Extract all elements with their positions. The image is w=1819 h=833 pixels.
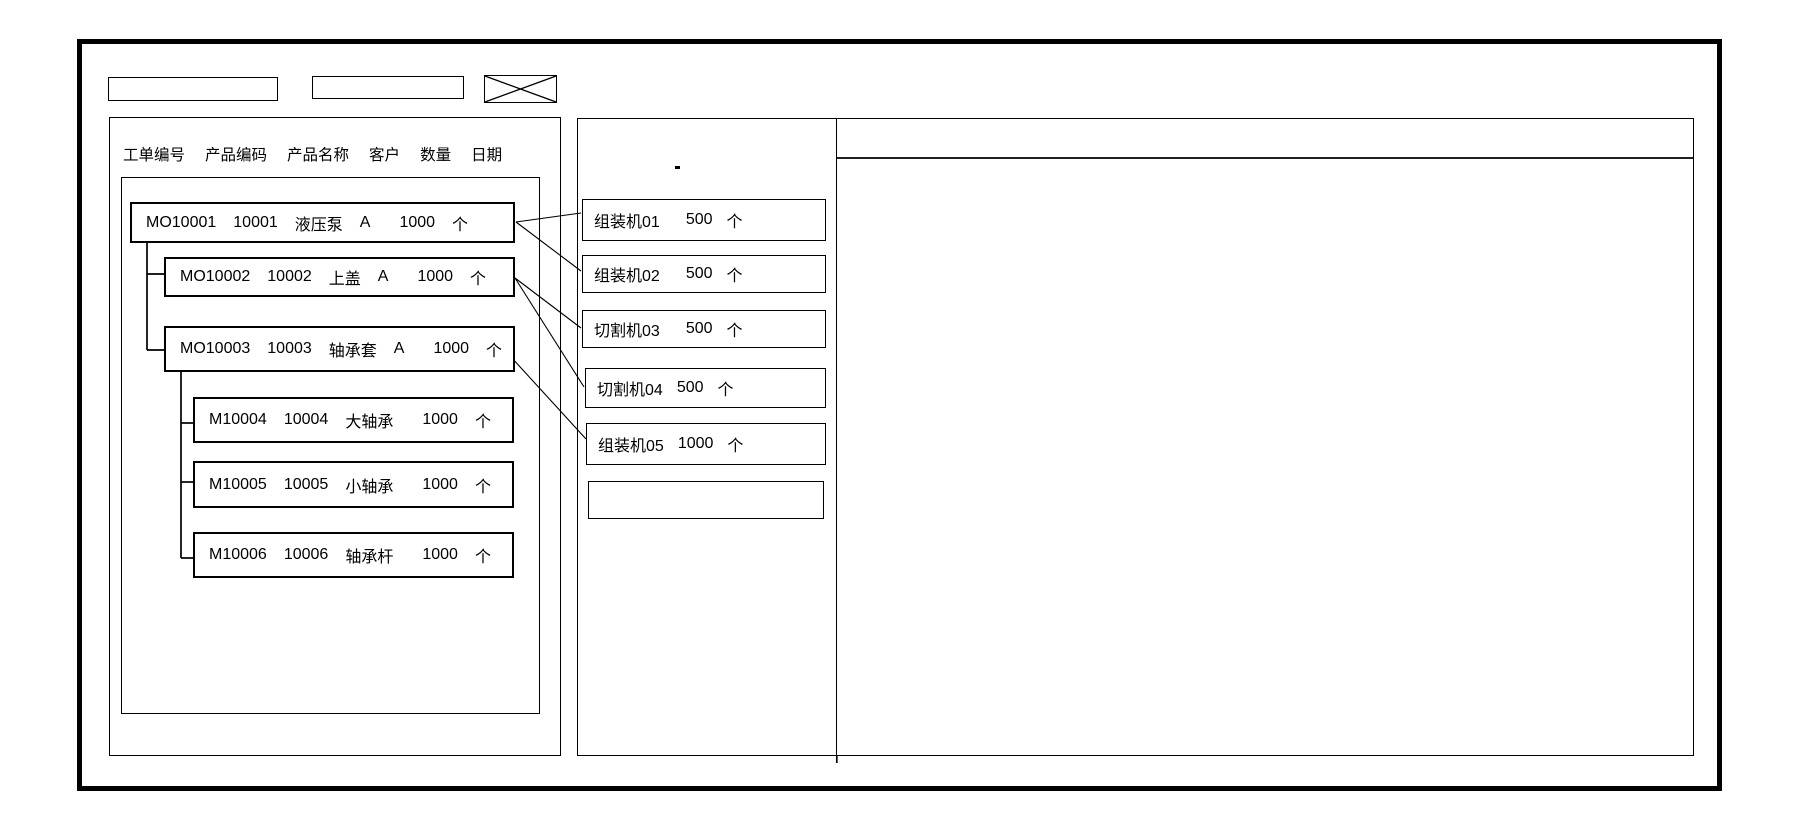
unit: 个 bbox=[486, 343, 503, 360]
image-placeholder-x-icon[interactable] bbox=[484, 75, 557, 103]
quantity: 1000 bbox=[422, 546, 458, 563]
machine-quantity: 500 bbox=[676, 379, 704, 396]
column-header-product-code: 产品编码 bbox=[205, 147, 268, 164]
work-order-node-m10004[interactable]: M10004 10004 大轴承 1000 个 bbox=[193, 397, 514, 443]
machine-box-03[interactable]: 切割机03 500 个 bbox=[582, 310, 826, 348]
order-no: M10006 bbox=[209, 546, 267, 563]
work-order-node-m10005[interactable]: M10005 10005 小轴承 1000 个 bbox=[193, 461, 514, 508]
quantity: 1000 bbox=[417, 268, 454, 285]
machine-box-02[interactable]: 组装机02 500 个 bbox=[582, 255, 826, 293]
machine-quantity: 1000 bbox=[677, 435, 714, 452]
work-order-node-mo10002[interactable]: MO10002 10002 上盖 A 1000 个 bbox=[164, 257, 515, 297]
unit: 个 bbox=[474, 414, 491, 431]
machine-box-04[interactable]: 切割机04 500 个 bbox=[585, 368, 826, 408]
product-name: 轴承套 bbox=[328, 343, 377, 360]
quantity: 1000 bbox=[399, 213, 436, 231]
machine-name: 组装机05 bbox=[598, 438, 664, 455]
product-name: 大轴承 bbox=[345, 414, 394, 431]
order-no: M10004 bbox=[209, 411, 267, 428]
machine-unit: 个 bbox=[717, 382, 734, 399]
schedule-panel bbox=[836, 118, 1694, 756]
machine-name: 切割机03 bbox=[594, 323, 660, 340]
order-no: MO10002 bbox=[180, 268, 251, 285]
order-no: M10005 bbox=[209, 475, 267, 493]
toolbar-input-2[interactable] bbox=[312, 76, 464, 99]
customer: A bbox=[377, 268, 389, 285]
work-order-column-headers: 工单编号 产品编码 产品名称 客户 数量 日期 bbox=[123, 142, 502, 166]
work-order-node-mo10003[interactable]: MO10003 10003 轴承套 A 1000 个 bbox=[164, 326, 515, 372]
unit: 个 bbox=[474, 478, 491, 496]
machine-quantity: 500 bbox=[685, 320, 713, 337]
machine-unit: 个 bbox=[726, 268, 743, 285]
toolbar-input-1[interactable] bbox=[108, 77, 278, 101]
quantity: 1000 bbox=[422, 411, 458, 428]
x-icon bbox=[484, 75, 557, 103]
order-no: MO10001 bbox=[146, 213, 217, 231]
product-code: 10002 bbox=[267, 268, 312, 285]
unit: 个 bbox=[452, 216, 469, 234]
customer: A bbox=[359, 213, 371, 231]
column-header-customer: 客户 bbox=[369, 147, 401, 164]
machine-quantity: 500 bbox=[685, 265, 713, 282]
quantity: 1000 bbox=[422, 475, 458, 493]
column-header-quantity: 数量 bbox=[420, 147, 452, 164]
product-code: 10005 bbox=[283, 475, 329, 493]
column-header-order-no: 工单编号 bbox=[123, 147, 186, 164]
work-order-node-mo10001[interactable]: MO10001 10001 液压泵 A 1000 个 bbox=[130, 202, 515, 243]
machine-name: 组装机01 bbox=[594, 214, 660, 231]
machine-unit: 个 bbox=[726, 323, 743, 340]
machine-unit: 个 bbox=[727, 438, 744, 455]
unit: 个 bbox=[470, 271, 487, 288]
product-name: 轴承杆 bbox=[345, 549, 394, 566]
quantity: 1000 bbox=[433, 340, 470, 357]
machine-box-empty[interactable] bbox=[588, 481, 824, 519]
product-name: 小轴承 bbox=[345, 478, 394, 496]
stray-dot bbox=[675, 166, 680, 169]
machine-box-01[interactable]: 组装机01 500 个 bbox=[582, 199, 826, 241]
machine-unit: 个 bbox=[726, 214, 743, 231]
column-header-date: 日期 bbox=[471, 147, 503, 164]
order-no: MO10003 bbox=[180, 340, 251, 357]
product-code: 10001 bbox=[233, 213, 278, 231]
product-name: 液压泵 bbox=[294, 216, 343, 234]
product-code: 10003 bbox=[267, 340, 312, 357]
work-order-node-m10006[interactable]: M10006 10006 轴承杆 1000 个 bbox=[193, 532, 514, 578]
product-name: 上盖 bbox=[328, 271, 361, 288]
machine-quantity: 500 bbox=[685, 211, 713, 228]
customer: A bbox=[393, 340, 405, 357]
product-code: 10006 bbox=[283, 546, 329, 563]
machine-name: 组装机02 bbox=[594, 268, 660, 285]
column-header-product-name: 产品名称 bbox=[287, 147, 350, 164]
unit: 个 bbox=[474, 549, 491, 566]
machine-box-05[interactable]: 组装机05 1000 个 bbox=[586, 423, 826, 465]
machine-name: 切割机04 bbox=[597, 382, 663, 399]
product-code: 10004 bbox=[283, 411, 329, 428]
window-border bbox=[77, 39, 1722, 791]
